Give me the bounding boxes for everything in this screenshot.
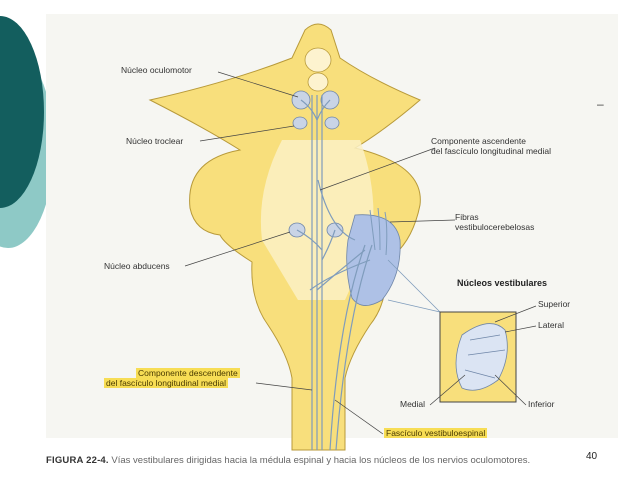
dash-mark: – xyxy=(597,97,604,111)
label-line: del fascículo longitudinal medial xyxy=(104,377,229,388)
label-medial: Medial xyxy=(400,399,426,409)
label-fasciculo-vestibuloespinal: Fascículo vestibuloespinal xyxy=(384,428,488,439)
trochlear-nucleus xyxy=(324,116,340,130)
label-inferior: Inferior xyxy=(528,399,555,409)
leader-lines xyxy=(184,71,537,435)
label-line: vestibulocerebelosas xyxy=(455,221,535,232)
label-line: Componente ascendente xyxy=(431,136,526,146)
colliculus xyxy=(307,72,329,92)
label-line: Componente descendente xyxy=(136,368,240,378)
colliculus xyxy=(304,47,332,73)
vestibular-nuclei xyxy=(346,214,401,306)
label-nucleo-troclear: Núcleo troclear xyxy=(126,136,184,146)
label-superior: Superior xyxy=(538,299,571,309)
figure-caption: FIGURA 22-4. Vías vestibulares dirigidas… xyxy=(46,455,530,466)
label-nucleo-abducens: Núcleo abducens xyxy=(104,261,170,271)
label-line: del fascículo longitudinal medial xyxy=(431,145,552,156)
inset-connector xyxy=(387,259,441,313)
inset-nuclei xyxy=(455,323,508,391)
figure-caption-text: Vías vestibulares dirigidas hacia la méd… xyxy=(111,455,531,466)
label-componente-ascendente: Componente ascendente del fascículo long… xyxy=(431,136,552,157)
label-line: Fibras xyxy=(455,212,479,222)
inset-nuclei-divisions xyxy=(464,334,506,379)
label-nucleos-vestibulares: Núcleos vestibulares xyxy=(457,278,548,288)
trochlear-nucleus xyxy=(292,116,308,130)
label-line: Fascículo vestibuloespinal xyxy=(384,428,488,438)
mlf-tracts xyxy=(296,95,373,451)
label-nucleo-oculomotor: Núcleo oculomotor xyxy=(121,65,192,75)
teal-dark-circle xyxy=(0,16,44,208)
label-componente-descendente: Componente descendente del fascículo lon… xyxy=(104,368,240,389)
figure-number: FIGURA 22-4. xyxy=(46,455,109,466)
label-lateral: Lateral xyxy=(538,320,564,330)
label-fibras-vestibulocerebelosas: Fibras vestibulocerebelosas xyxy=(455,212,535,233)
vestibulocerebellar-fibres xyxy=(369,207,388,256)
page-number: 40 xyxy=(586,451,598,462)
